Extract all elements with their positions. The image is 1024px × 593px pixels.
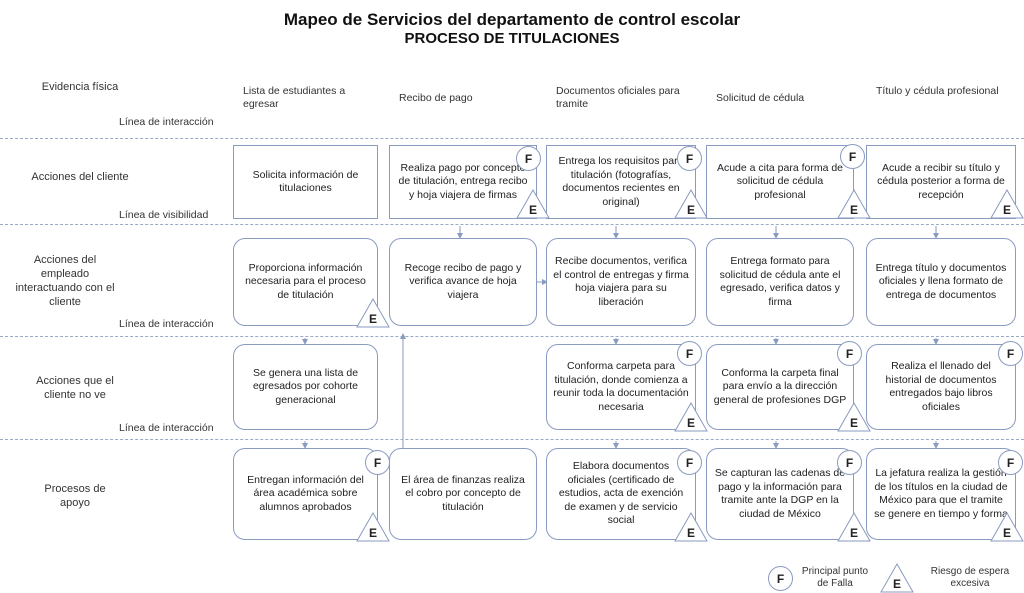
cliente-box-5: Acude a recibir su título y cédula poste… <box>866 145 1016 219</box>
wait-risk-icon: E <box>990 189 1024 219</box>
empleado-box-4: Entrega formato para solicitud de cédula… <box>706 238 854 326</box>
column-header-documentos: Documentos oficiales para tramite <box>556 85 680 110</box>
row-label-evidencia: Evidencia física <box>41 81 119 93</box>
wait-risk-icon: E <box>674 189 708 219</box>
column-header-titulo: Título y cédula profesional <box>876 85 999 97</box>
legend-wait-icon: E <box>880 563 914 593</box>
failure-point-icon: F <box>998 450 1023 475</box>
separator-visibility <box>0 224 1024 225</box>
no-ve-box-5: Realiza el llenado del historial de docu… <box>866 344 1016 430</box>
failure-point-icon: F <box>840 144 865 169</box>
cliente-box-3: Entrega los requisitos para titulación (… <box>546 145 696 219</box>
cliente-box-2: Realiza pago por concepto de titulación,… <box>389 145 537 219</box>
empleado-box-2: Recoge recibo de pago y verifica avance … <box>389 238 537 326</box>
line-label-interaccion-3: Línea de interacción <box>119 422 214 434</box>
wait-risk-icon: E <box>356 512 390 542</box>
failure-point-icon: F <box>677 341 702 366</box>
apoyo-box-5: La jefatura realiza la gestión de los tí… <box>866 448 1016 540</box>
row-label-cliente: Acciones del cliente <box>31 171 129 183</box>
line-label-interaccion-2: Línea de interacción <box>119 318 214 330</box>
apoyo-box-4: Se capturan las cadenas de pago y la inf… <box>706 448 854 540</box>
legend-failure-text: Principal punto de Falla <box>801 566 869 589</box>
empleado-box-5: Entrega título y documentos oficiales y … <box>866 238 1016 326</box>
wait-risk-icon: E <box>674 402 708 432</box>
column-header-solicitud: Solicitud de cédula <box>716 92 805 104</box>
no-ve-box-1: Se genera una lista de egresados por coh… <box>233 344 378 430</box>
line-label-visibilidad: Línea de visibilidad <box>119 209 209 221</box>
wait-risk-icon: E <box>674 512 708 542</box>
failure-point-icon: F <box>837 450 862 475</box>
apoyo-box-2: El área de finanzas realiza el cobro por… <box>389 448 537 540</box>
diagram-title: Mapeo de Servicios del departamento de c… <box>283 10 741 29</box>
empleado-box-1: Proporciona información necesaria para e… <box>233 238 378 326</box>
failure-point-icon: F <box>837 341 862 366</box>
separator-interaction-3 <box>0 439 1024 440</box>
row-label-no-ve: Acciones que el cliente no ve <box>36 375 114 401</box>
legend-failure-icon: F <box>768 566 793 591</box>
failure-point-icon: F <box>677 450 702 475</box>
separator-interaction-1 <box>0 138 1024 139</box>
empleado-box-3: Recibe documentos, verifica el control d… <box>546 238 696 326</box>
failure-point-icon: F <box>516 146 541 171</box>
failure-point-icon: F <box>365 450 390 475</box>
column-header-lista: Lista de estudiantes a egresar <box>243 85 346 110</box>
no-ve-box-4: Conforma la carpeta final para envío a l… <box>706 344 854 430</box>
wait-risk-icon: E <box>837 512 871 542</box>
failure-point-icon: F <box>677 146 702 171</box>
apoyo-box-3: Elabora documentos oficiales (certificad… <box>546 448 696 540</box>
wait-risk-icon: E <box>990 512 1024 542</box>
cliente-box-1: Solicita información de titulaciones <box>233 145 378 219</box>
row-label-empleado: Acciones del empleado interactuando con … <box>15 254 115 308</box>
wait-risk-icon: E <box>516 189 550 219</box>
column-header-recibo: Recibo de pago <box>399 92 473 104</box>
wait-risk-icon: E <box>356 298 390 328</box>
no-ve-box-3: Conforma carpeta para titulación, donde … <box>546 344 696 430</box>
wait-risk-icon: E <box>837 402 871 432</box>
row-label-apoyo: Procesos de apoyo <box>44 483 106 509</box>
diagram-subtitle: PROCESO DE TITULACIONES <box>404 30 620 47</box>
failure-point-icon: F <box>998 341 1023 366</box>
line-label-interaccion-1: Línea de interacción <box>119 116 214 128</box>
cliente-box-4: Acude a cita para forma de solicitud de … <box>706 145 854 219</box>
legend-wait-text: Riesgo de espera excesiva <box>930 566 1010 589</box>
separator-interaction-2 <box>0 336 1024 337</box>
wait-risk-icon: E <box>837 189 871 219</box>
apoyo-box-1: Entregan información del área académica … <box>233 448 378 540</box>
